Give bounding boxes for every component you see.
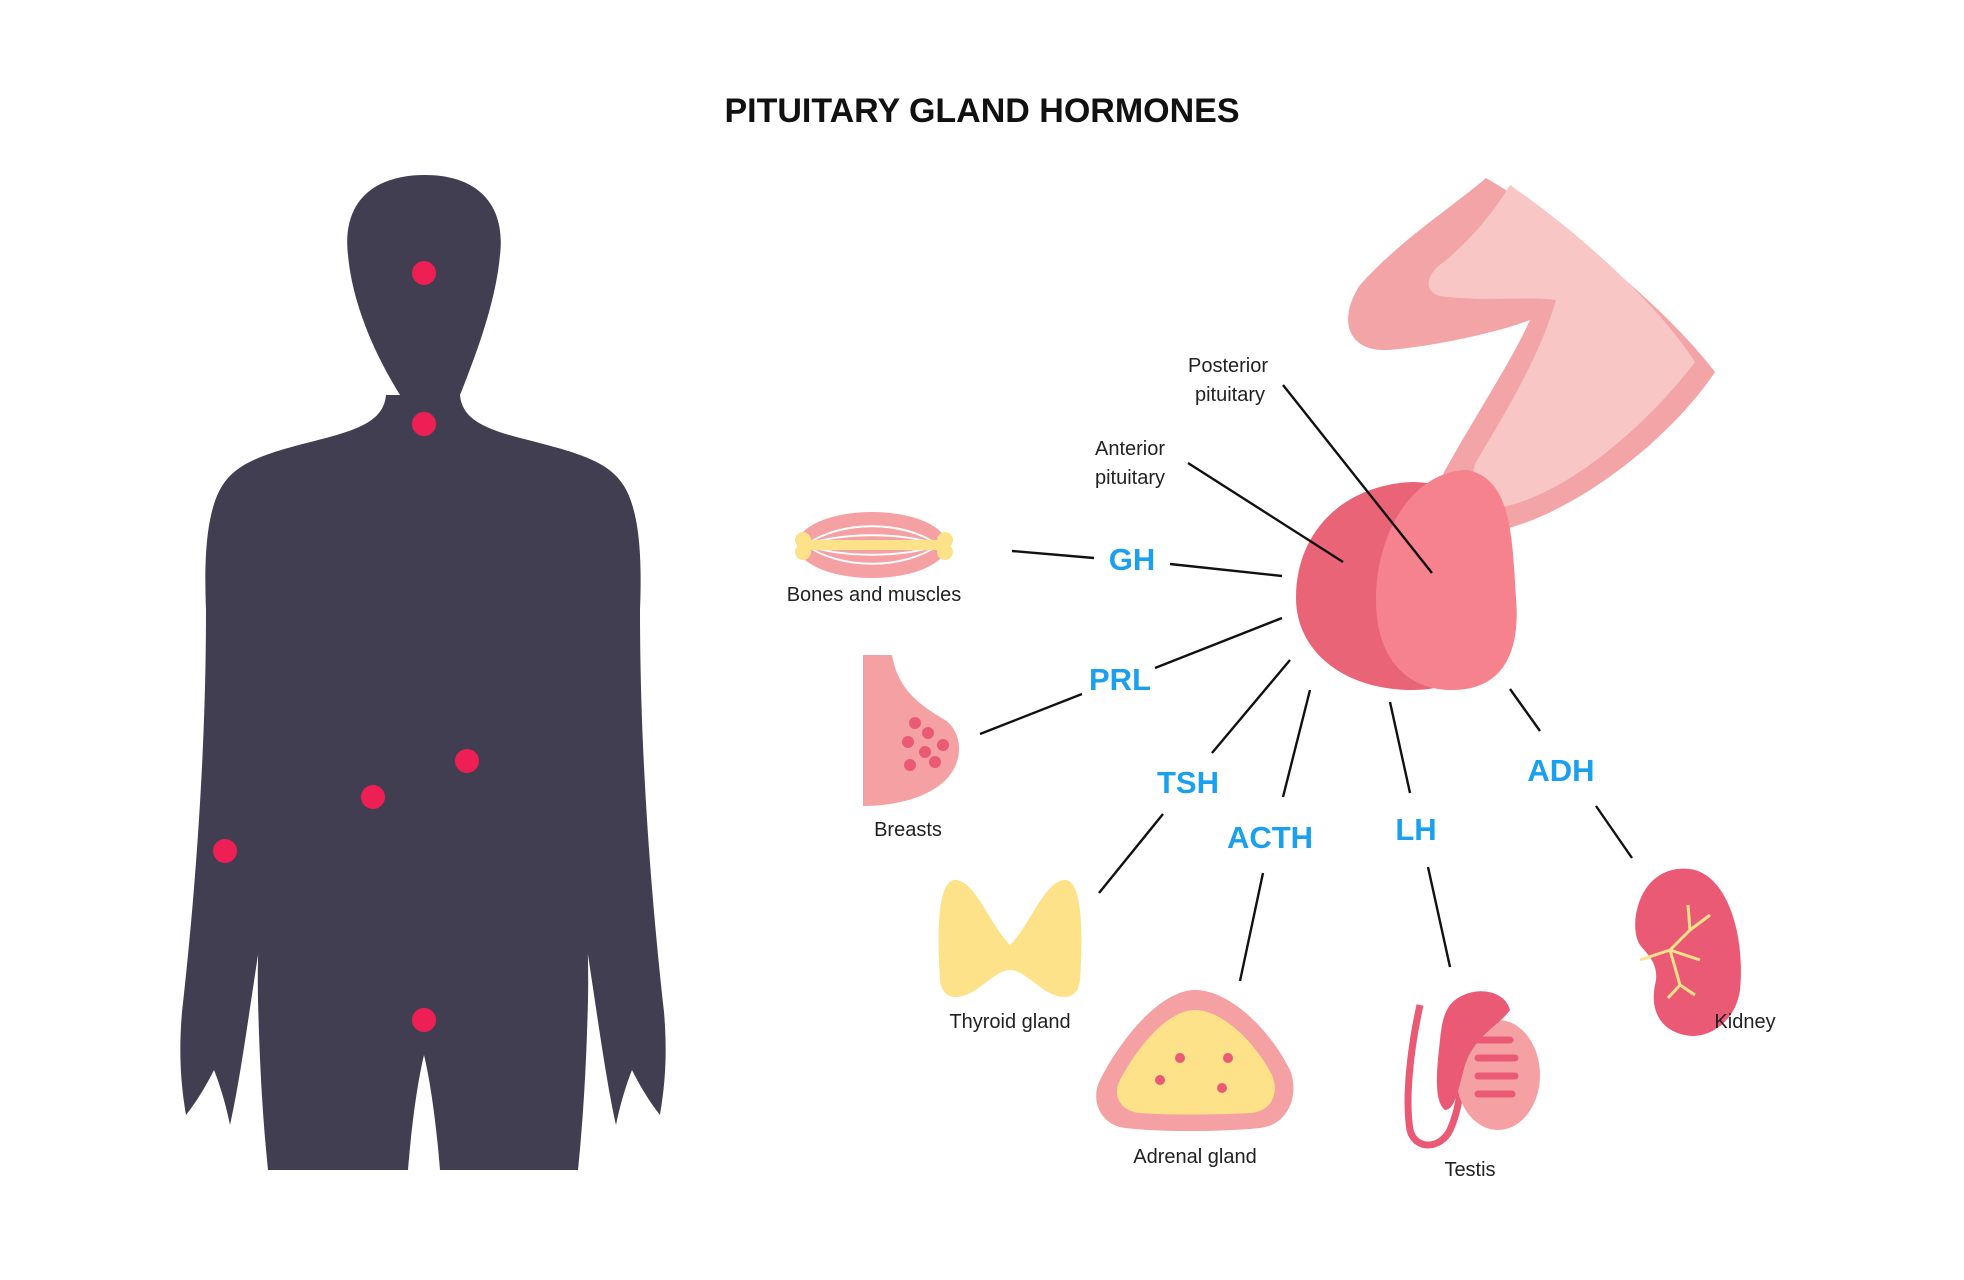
thyroid-icon [938, 880, 1082, 997]
hotspot-neck [412, 412, 436, 436]
prl-line-gland [1154, 616, 1283, 670]
adh-line-gland [1509, 688, 1541, 732]
tsh-line-target [1098, 813, 1164, 894]
posterior-pointer-line [1282, 384, 1433, 574]
posterior-pituitary-label-line1: Posterior [1188, 355, 1268, 377]
posterior-pituitary [1376, 470, 1517, 690]
target-label-kidney: Kidney [1714, 1011, 1775, 1033]
breast-shape [863, 655, 960, 806]
page-title: PITUITARY GLAND HORMONES [724, 92, 1239, 130]
posterior-pituitary-label-line2: pituitary [1195, 384, 1265, 406]
hypothalamus-stalk [1428, 185, 1695, 508]
tsh-line-gland [1211, 659, 1291, 754]
gh-line-gland [1169, 562, 1283, 578]
hotspot-abdomen-right [455, 749, 479, 773]
kidney-icon [1635, 868, 1741, 1036]
breast-icon [863, 655, 960, 806]
hormone-label-lh: LH [1395, 812, 1436, 847]
epididymis [1436, 991, 1510, 1110]
hotspot-arm [213, 839, 237, 863]
hormone-label-gh: GH [1109, 542, 1156, 577]
anterior-pointer-line [1187, 461, 1344, 564]
adh-line-target [1595, 805, 1633, 859]
prl-line-target [979, 692, 1083, 736]
hormone-connectors [979, 549, 1633, 982]
target-label-adrenal: Adrenal gland [1133, 1146, 1256, 1168]
gh-line-target [1011, 549, 1095, 560]
hormone-label-adh: ADH [1527, 753, 1594, 788]
hotspot-pelvis [412, 1008, 436, 1032]
target-label-thyroid: Thyroid gland [949, 1011, 1070, 1033]
pituitary-gland [1296, 178, 1715, 690]
body-silhouette [180, 175, 666, 1170]
target-label-breasts: Breasts [874, 819, 942, 841]
bone-shaft [806, 540, 942, 550]
acth-line-target [1238, 872, 1265, 982]
target-label-bones: Bones and muscles [787, 584, 962, 606]
acth-line-gland [1281, 689, 1312, 798]
kidney-shape [1635, 868, 1741, 1036]
hormone-label-tsh: TSH [1157, 765, 1219, 800]
testis-icon [1404, 991, 1540, 1149]
adrenal-gland-inner [1116, 1010, 1275, 1115]
hormone-label-prl: PRL [1089, 662, 1151, 697]
hormone-label-acth: ACTH [1227, 820, 1313, 855]
anterior-pituitary-label-line2: pituitary [1095, 467, 1165, 489]
lh-line-target [1426, 866, 1452, 968]
lh-line-gland [1388, 701, 1412, 794]
hotspot-abdomen-left [361, 785, 385, 809]
bones-and-muscles-icon [795, 512, 953, 578]
thyroid-shape [938, 880, 1082, 997]
anterior-pituitary-label-line1: Anterior [1095, 438, 1165, 460]
human-silhouette [180, 175, 666, 1170]
kidney-vessels [1639, 904, 1711, 1000]
vas-deferens [1404, 1004, 1464, 1149]
adrenal-gland-icon [1096, 990, 1294, 1131]
target-label-testis: Testis [1444, 1159, 1495, 1181]
hotspot-brain [412, 261, 436, 285]
